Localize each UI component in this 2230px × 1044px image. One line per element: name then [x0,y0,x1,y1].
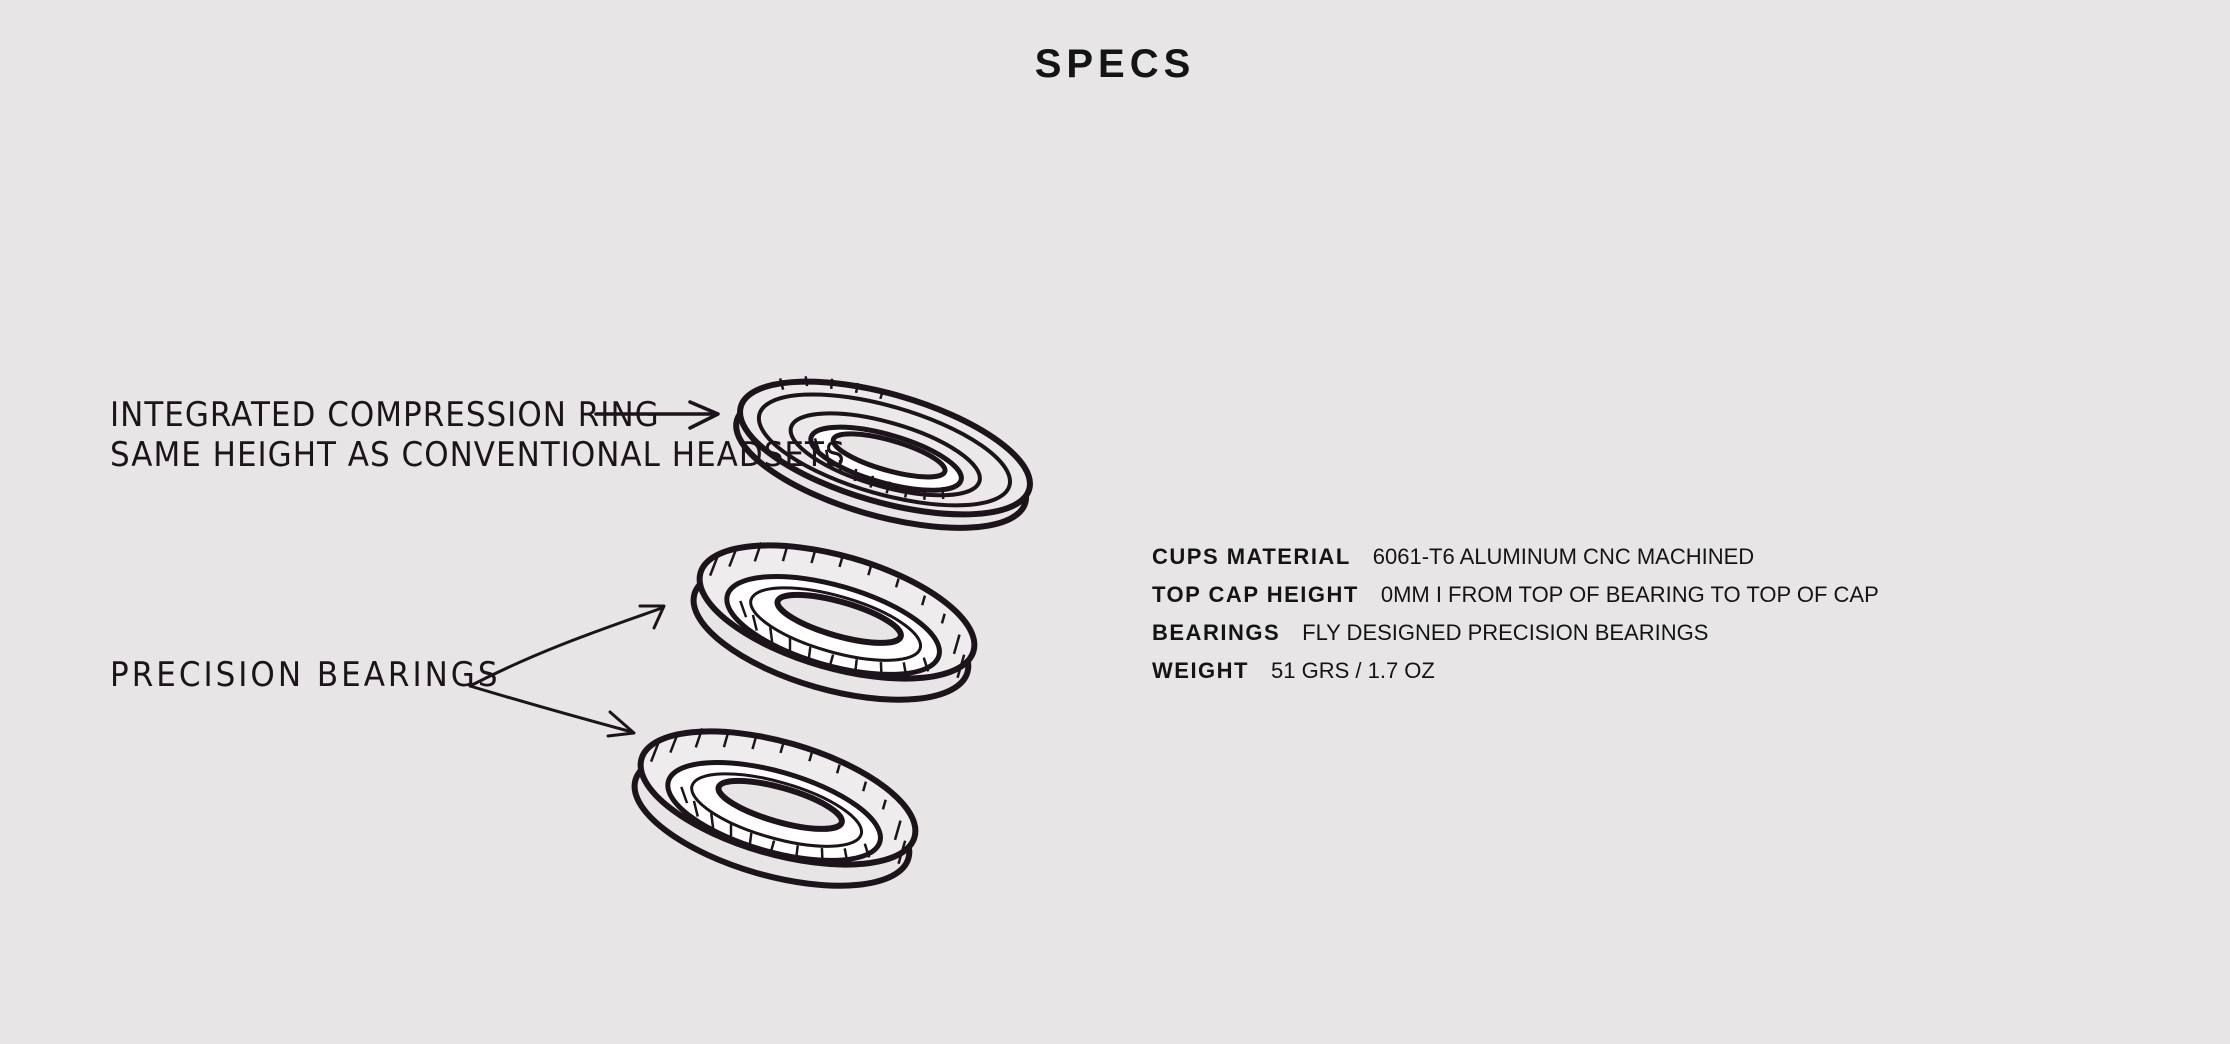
spec-key: BEARINGS [1152,620,1281,645]
spec-value: FLY DESIGNED PRECISION BEARINGS [1302,620,1709,645]
spec-value: 51 GRS / 1.7 OZ [1271,658,1435,683]
spec-row-cups-material: CUPS MATERIAL 6061-T6 ALUMINUM CNC MACHI… [1152,544,2152,582]
arrow-precision-bearings [468,604,666,738]
spec-key: TOP CAP HEIGHT [1152,582,1359,607]
page-title: SPECS [1034,42,1196,86]
spec-value: 6061-T6 ALUMINUM CNC MACHINED [1372,544,1755,569]
spec-row-top-cap-height: TOP CAP HEIGHT 0MM I FROM TOP OF BEARING… [1152,582,2152,620]
precision-bearings-label: PRECISION BEARINGS [110,656,501,695]
spec-row-bearings: BEARINGS FLY DESIGNED PRECISION BEARINGS [1152,620,2152,658]
compression-ring-label-line2: SAME HEIGHT AS CONVENTIONAL HEADSETS [110,436,846,475]
headset-parts-illustration [468,0,1100,1044]
spec-key: CUPS MATERIAL [1152,544,1351,569]
arrow-compression-ring [594,400,720,430]
bearing-drawing-bottom [620,705,930,912]
spec-value: 0MM I FROM TOP OF BEARING TO TOP OF CAP [1380,582,1879,607]
compression-ring-label-line1: INTEGRATED COMPRESSION RING [110,396,660,435]
spec-row-weight: WEIGHT 51 GRS / 1.7 OZ [1152,658,2152,696]
spec-key: WEIGHT [1152,658,1249,683]
specs-list: CUPS MATERIAL 6061-T6 ALUMINUM CNC MACHI… [1152,544,2152,696]
bearing-drawing-top [679,519,989,726]
